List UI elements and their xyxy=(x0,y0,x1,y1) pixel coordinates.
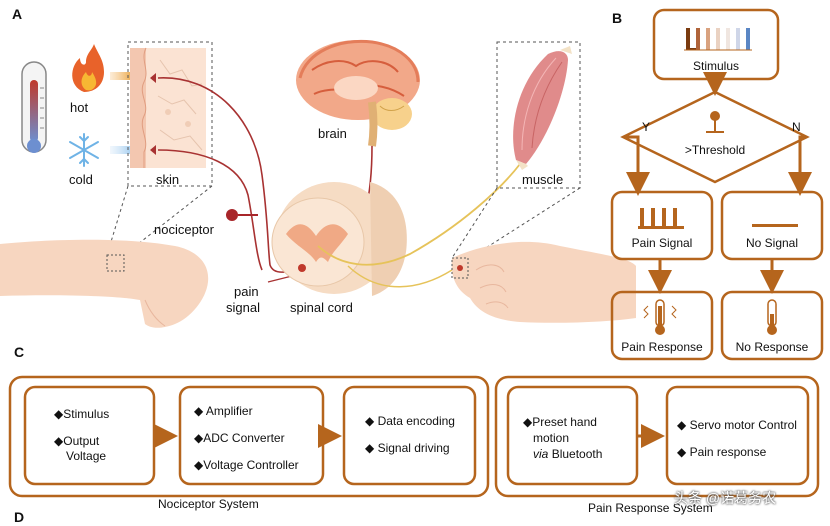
nerve-fiber-hot xyxy=(157,77,303,273)
box2-item-voltage-controller: ◆Voltage Controller xyxy=(194,458,299,472)
stimulus-bars xyxy=(684,28,752,51)
pain-signal-label-line2: signal xyxy=(226,300,260,315)
no-response-label: No Response xyxy=(735,340,809,354)
threshold-label: >Threshold xyxy=(684,143,746,157)
pain-thermometer-icon xyxy=(643,299,677,335)
box4-item-motion: motion xyxy=(533,431,570,445)
muscle-illustration xyxy=(513,46,572,170)
threshold-icon xyxy=(706,111,724,133)
no-response-thermometer-icon xyxy=(767,299,777,335)
box1-item-stimulus: ◆Stimulus xyxy=(54,407,110,421)
no-signal-label: No Signal xyxy=(745,236,799,250)
cold-label: cold xyxy=(69,172,93,187)
pain-response-system-label: Pain Response System xyxy=(588,501,713,515)
box1-item-voltage: Voltage xyxy=(66,449,107,463)
motor-nerve xyxy=(317,163,521,266)
snowflake-icon xyxy=(69,133,99,167)
spinal-cord-label: spinal cord xyxy=(290,300,353,315)
servo-box xyxy=(665,385,810,486)
skin-zoom-box xyxy=(127,41,213,187)
brain-label: brain xyxy=(318,126,347,141)
box2-item-amplifier: ◆ Amplifier xyxy=(194,404,253,418)
panel-label-a: A xyxy=(12,6,23,22)
box2-text: ◆ Amplifier ◆ADC Converter ◆Voltage Cont… xyxy=(194,404,299,485)
pain-response-system-frame xyxy=(494,375,820,498)
no-label: N xyxy=(792,120,801,134)
skin-label: skin xyxy=(156,172,180,187)
brain-illustration xyxy=(296,39,420,147)
box5-text: ◆ Servo motor Control ◆ Pain response xyxy=(677,418,797,472)
cold-arrow xyxy=(110,146,136,154)
nociceptor-system-frame xyxy=(8,375,490,498)
pain-response-box xyxy=(610,290,714,361)
box4-text: ◆Preset hand motion via Bluetooth xyxy=(523,414,602,462)
no-signal-icon xyxy=(752,224,798,227)
threshold-diamond xyxy=(620,90,810,184)
nociceptor-label: nociceptor xyxy=(154,222,214,237)
flame-icon xyxy=(72,44,104,92)
thermometer-icon xyxy=(21,61,47,153)
box2-item-adc: ◆ADC Converter xyxy=(194,431,285,445)
hand-illustration xyxy=(451,241,636,323)
box5-item-servo: ◆ Servo motor Control xyxy=(677,418,797,432)
muscle-zoom-box xyxy=(496,41,581,189)
yes-branch-arrow xyxy=(623,135,650,196)
hot-label: hot xyxy=(70,100,89,115)
box3-item-driving: ◆ Signal driving xyxy=(365,441,450,455)
pain-signal-label: Pain Signal xyxy=(631,236,693,250)
pain-response-label: Pain Response xyxy=(621,340,703,354)
stimulus-label: Stimulus xyxy=(692,59,739,73)
nociceptor-dot xyxy=(226,209,238,221)
panel-label-c: C xyxy=(14,344,25,360)
nerve-fiber-cold xyxy=(157,149,263,271)
watermark: 头条 @诺葛务农 xyxy=(674,490,777,506)
box4-item-preset: ◆Preset hand xyxy=(523,415,597,429)
nociceptor-system-label: Nociceptor System xyxy=(158,497,259,511)
skin-tissue xyxy=(130,47,206,168)
box1-text: ◆Stimulus ◆Output Voltage xyxy=(54,407,109,476)
no-response-box xyxy=(720,290,824,361)
box3-item-encoding: ◆ Data encoding xyxy=(365,414,455,428)
encoding-box xyxy=(342,385,477,486)
arm-illustration xyxy=(0,239,209,328)
box5-item-pain-response: ◆ Pain response xyxy=(677,445,767,459)
muscle-label: muscle xyxy=(522,172,564,187)
hot-arrow xyxy=(110,72,136,80)
box1-item-output: ◆Output xyxy=(54,434,100,448)
box4-item-via: via xyxy=(533,447,549,461)
spinal-cord-illustration xyxy=(271,182,407,296)
yes-label: Y xyxy=(642,120,651,134)
pain-signal-label-line1: pain xyxy=(234,284,259,299)
panel-label-d: D xyxy=(14,509,25,525)
no-branch-arrow xyxy=(788,135,812,196)
pain-signal-icon xyxy=(638,208,684,229)
box4-item-bluetooth: Bluetooth xyxy=(551,447,603,461)
panel-label-b: B xyxy=(612,10,623,26)
pain-signal-box xyxy=(610,190,714,261)
box3-text: ◆ Data encoding ◆ Signal driving xyxy=(365,414,455,468)
